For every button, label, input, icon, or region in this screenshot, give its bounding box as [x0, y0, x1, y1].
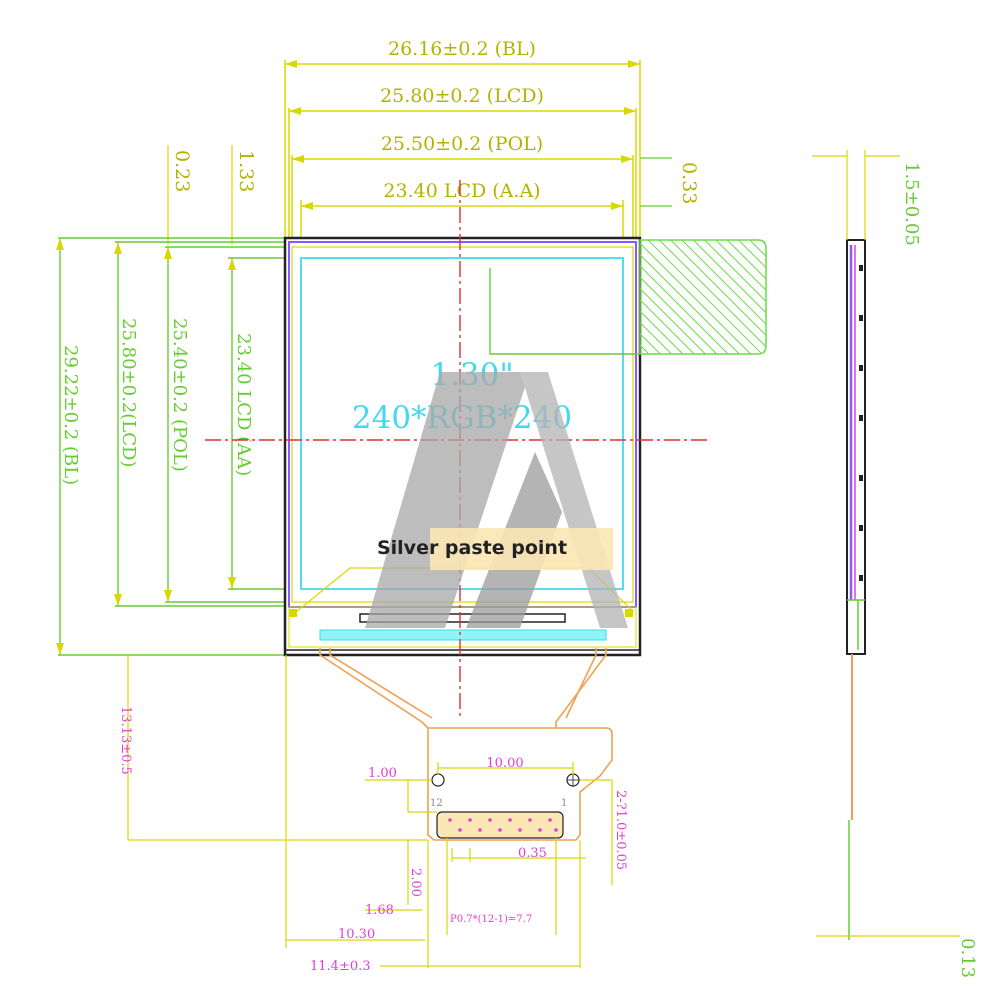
bl-height-label: 29.22±0.2 (BL)	[60, 345, 81, 485]
bl-width-label: 26.16±0.2 (BL)	[388, 38, 536, 60]
fpc-width-label: 11.4±0.3	[310, 959, 371, 974]
side-dimension-lines	[812, 150, 960, 937]
hole-dia-label: 2-?1.0±0.05	[613, 790, 628, 870]
top-left-offset-lines	[167, 145, 233, 245]
mounting-holes	[431, 773, 580, 787]
pin-pitch-label: P0.7*(12-1)=7.7	[450, 914, 532, 925]
pin-dots	[448, 818, 558, 832]
offset-033-label: 0.33	[678, 162, 700, 204]
fpc-thickness-label: 0.13	[957, 938, 978, 978]
lcd-height-label: 25.80±0.2(LCD)	[118, 318, 139, 467]
fpc-hatched-tab	[489, 239, 767, 355]
fpc-cable	[319, 648, 613, 841]
pin-gap-label: 2.00	[408, 868, 423, 897]
fpc-offset-label: 10.30	[338, 927, 375, 942]
top-arrowheads	[285, 60, 640, 210]
pin-first-label: 1	[561, 798, 567, 809]
thickness-label: 1.5±0.05	[901, 162, 922, 246]
silver-paste-callout: Silver paste point	[377, 537, 567, 559]
aa-width-label: 23.40 LCD (A.A)	[383, 180, 540, 202]
top-right-offset-lines	[640, 157, 672, 207]
offset-023-label: 0.23	[171, 150, 193, 192]
hole-offset-label: 1.00	[368, 766, 397, 781]
aa-height-label: 23.40 LCD (AA)	[233, 333, 254, 476]
pin-last-label: 12	[430, 798, 443, 809]
hole-pitch-label: 10.00	[486, 756, 523, 771]
side-view-ticks	[859, 265, 863, 581]
silver-paste-callout-bg	[430, 528, 613, 570]
fpc-length-label: 13.13±0.5	[118, 706, 133, 775]
offset-133-label: 1.33	[235, 150, 257, 192]
fpc-dimension-lines	[127, 655, 613, 968]
connector-pins	[436, 811, 564, 839]
lcd-width-label: 25.80±0.2 (LCD)	[380, 85, 544, 107]
top-dimension-lines	[284, 60, 641, 238]
pin-width-label: 0.35	[518, 846, 547, 861]
pol-height-label: 25.40±0.2 (POL)	[169, 318, 190, 472]
left-dimension-lines	[58, 237, 290, 656]
pol-width-label: 25.50±0.2 (POL)	[381, 133, 543, 155]
side-view	[846, 239, 866, 940]
pin-offset-label: 1.68	[365, 903, 394, 918]
hole-crosshairs	[567, 774, 579, 786]
left-arrowheads	[56, 238, 236, 655]
